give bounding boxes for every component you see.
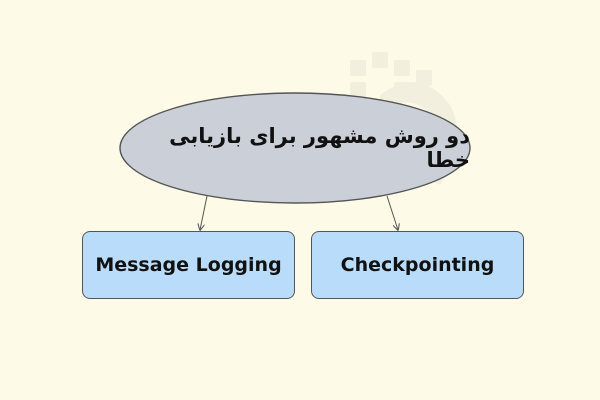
node-label: Message Logging <box>95 254 282 276</box>
connector-arrow-left <box>200 195 208 230</box>
node-label: Checkpointing <box>340 254 495 276</box>
node-checkpointing: Checkpointing <box>311 231 524 299</box>
node-message-logging: Message Logging <box>82 231 295 299</box>
root-ellipse <box>119 92 471 204</box>
connector-arrow-right <box>386 195 398 230</box>
root-node-label: دو روش مشهور برای بازیابی خطا <box>169 124 470 172</box>
